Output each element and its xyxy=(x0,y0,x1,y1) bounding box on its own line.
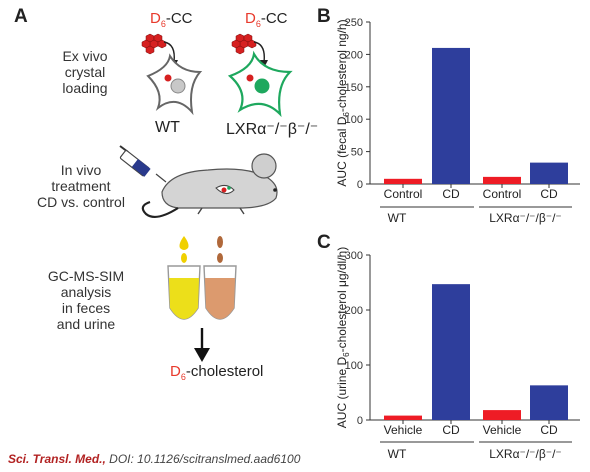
category-label: CD xyxy=(540,423,558,437)
group-label: WT xyxy=(388,447,407,461)
bar xyxy=(483,176,521,184)
panel-b-letter: B xyxy=(317,6,331,27)
y-axis-label: AUC (fecal D6-cholesterol ng/h) xyxy=(335,19,351,186)
y-tick-label: 150 xyxy=(345,82,363,94)
group-label: WT xyxy=(388,211,407,225)
y-axis-label: AUC (urine D6-cholesterol μg/dl/h) xyxy=(335,247,351,428)
category-label: Vehicle xyxy=(483,423,522,437)
y-tick-label: 0 xyxy=(357,415,363,427)
bar xyxy=(530,162,568,184)
category-label: Vehicle xyxy=(384,423,423,437)
panel-c-letter: C xyxy=(317,232,331,253)
tubes-illustration xyxy=(167,236,237,362)
category-label: Control xyxy=(384,187,423,201)
step1-text: Ex vivo crystal loading xyxy=(62,48,108,96)
mouse-icon xyxy=(141,153,278,219)
d6cc-label-lxr: D6-CC xyxy=(245,10,288,29)
step3-text: GC-MS-SIM analysis in feces and urine xyxy=(47,268,125,332)
category-label: CD xyxy=(442,187,460,201)
bar xyxy=(384,415,422,420)
cell-label-wt: WT xyxy=(155,119,180,136)
step2-text: In vivo treatment CD vs. control xyxy=(37,162,125,210)
citation: Sci. Transl. Med., DOI: 10.1126/scitrans… xyxy=(8,452,301,466)
y-tick-label: 200 xyxy=(345,49,363,61)
category-label: CD xyxy=(540,187,558,201)
y-tick-label: 100 xyxy=(345,114,363,126)
y-tick-label: 0 xyxy=(357,179,363,191)
feces-drop-icon xyxy=(217,236,223,263)
d6cc-label-wt: D6-CC xyxy=(150,10,193,29)
cells-illustration xyxy=(141,33,293,118)
y-tick-label: 200 xyxy=(345,305,363,317)
category-label: CD xyxy=(442,423,460,437)
y-tick-label: 300 xyxy=(345,250,363,262)
mouse-illustration xyxy=(119,145,278,219)
bar xyxy=(384,178,422,184)
bar xyxy=(483,410,521,420)
y-tick-label: 50 xyxy=(351,147,363,159)
urine-drop-icon xyxy=(179,236,189,263)
bar xyxy=(530,385,568,420)
group-label: LXRα⁻/⁻/β⁻/⁻ xyxy=(489,447,562,461)
category-label: Control xyxy=(483,187,522,201)
bar xyxy=(432,47,470,184)
syringe-icon xyxy=(119,145,167,183)
panel-a-letter: A xyxy=(14,6,28,27)
y-tick-label: 100 xyxy=(345,360,363,372)
arrow-down-icon xyxy=(194,348,210,362)
result-label: D6-cholesterol xyxy=(170,363,264,382)
y-tick-label: 250 xyxy=(345,17,363,29)
bar xyxy=(432,284,470,420)
cell-label-lxr: LXRα⁻/⁻β⁻/⁻ xyxy=(226,121,319,138)
group-label: LXRα⁻/⁻/β⁻/⁻ xyxy=(489,211,562,225)
crystal-cluster-lxr-icon xyxy=(231,33,257,55)
